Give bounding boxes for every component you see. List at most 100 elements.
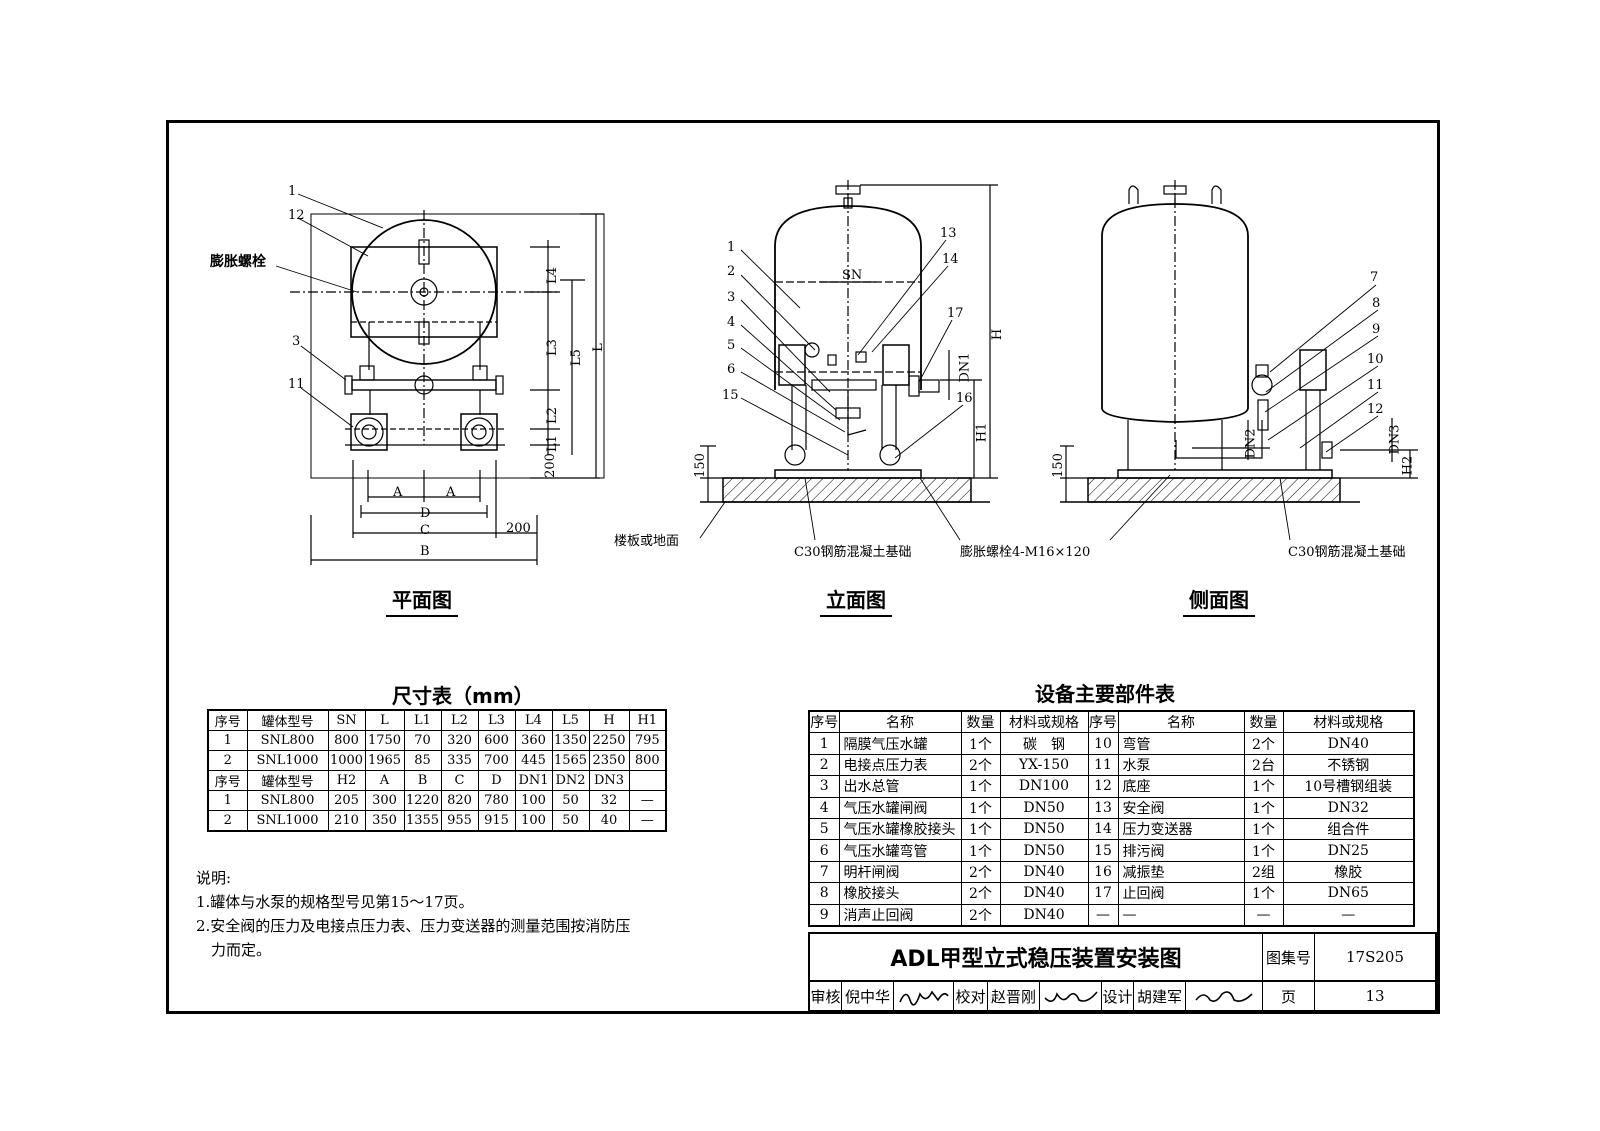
callout-elev-4: 4: [727, 315, 736, 330]
table-cell: 2: [207, 810, 248, 832]
table-cell: 2个: [960, 903, 1001, 927]
table-cell: 445: [514, 750, 553, 771]
table-cell: 16: [1087, 860, 1119, 884]
title-block-bottom: 审核 倪中华 校对 赵晋刚 设计 胡建军 页 13: [808, 980, 1437, 1012]
callout-elev-5: 5: [727, 338, 736, 353]
table-cell: 1: [207, 790, 248, 811]
table-cell: 1个: [960, 817, 1001, 841]
table-cell: 安全阀: [1117, 796, 1245, 819]
table-cell: 2个: [1243, 732, 1284, 755]
table-cell: L: [364, 709, 405, 731]
dim-sn: SN: [842, 268, 863, 283]
table-cell: 碳 钢: [999, 732, 1089, 755]
table-cell: 100: [514, 790, 553, 811]
table-cell: DN2: [551, 770, 590, 791]
callout-plan-3: 3: [292, 334, 301, 349]
table-cell: 罐体型号: [246, 709, 329, 731]
table-cell: 6: [808, 839, 840, 862]
table-cell: 1355: [403, 810, 442, 832]
designer-name: 胡建军: [1134, 982, 1186, 1010]
table-cell: 水泵: [1117, 753, 1245, 777]
table-cell: 排污阀: [1117, 839, 1245, 862]
table-cell: 1220: [403, 790, 442, 811]
dim-h: H: [990, 328, 1006, 341]
table-cell: 70: [403, 730, 442, 751]
dim-b: B: [420, 544, 430, 559]
table-cell: 2组: [1243, 860, 1284, 884]
table-cell: DN25: [1282, 839, 1415, 862]
table-cell: 1个: [1243, 817, 1284, 841]
dim-dn3: DN3: [1387, 424, 1403, 455]
table-cell: 8: [808, 882, 840, 905]
foundation-side-label: C30钢筋混凝土基础: [1288, 545, 1406, 560]
callout-plan-11: 11: [288, 377, 305, 392]
callout-plan-1: 1: [288, 184, 297, 199]
table-cell: 气压水罐弯管: [838, 839, 962, 862]
elevation-view: [699, 180, 1171, 541]
table-cell: DN50: [999, 839, 1089, 862]
table-cell: 3: [808, 775, 840, 798]
notes-heading: 说明:: [196, 869, 232, 887]
callout-elev-16: 16: [956, 391, 973, 406]
table-cell: 10号槽钢组装: [1282, 775, 1415, 798]
plan-view-title: 平面图: [386, 584, 458, 617]
table-cell: 600: [477, 730, 516, 751]
table-cell: 40: [588, 810, 630, 832]
table-cell: 780: [477, 790, 516, 811]
table-cell: —: [1117, 903, 1245, 927]
checker-signature: [1040, 982, 1102, 1010]
table-cell: 2个: [960, 882, 1001, 905]
checker-name: 赵晋刚: [988, 982, 1040, 1010]
table-cell: 材料或规格: [1282, 710, 1415, 734]
table-cell: 12: [1087, 775, 1119, 798]
table-cell: —: [1243, 903, 1284, 927]
table-cell: DN40: [999, 882, 1089, 905]
table-cell: 2: [207, 750, 248, 771]
dim-l1: L1: [544, 435, 560, 452]
bolt-spec-label: 膨胀螺栓4-M16×120: [960, 545, 1091, 560]
table-cell: DN3: [588, 770, 630, 791]
callout-elev-15: 15: [722, 388, 739, 403]
callout-side-9: 9: [1372, 322, 1381, 337]
table-cell: 序号: [1087, 710, 1119, 734]
table-cell: 10: [1087, 732, 1119, 755]
dim-c: C: [420, 523, 430, 538]
dim-a1: A: [393, 485, 403, 500]
table-cell: L3: [477, 709, 516, 731]
title-block-top: ADL甲型立式稳压装置安装图 图集号 17S205: [808, 932, 1437, 982]
table-cell: DN50: [999, 817, 1089, 841]
table-cell: [628, 770, 667, 791]
table-cell: 300: [364, 790, 405, 811]
table-cell: 减振垫: [1117, 860, 1245, 884]
table-cell: 50: [551, 790, 590, 811]
table-cell: 2250: [588, 730, 630, 751]
table-cell: 1000: [327, 750, 366, 771]
table-cell: 数量: [1243, 710, 1284, 734]
dim-l5: L5: [568, 349, 584, 366]
table-cell: —: [628, 790, 667, 811]
dim-table-title: 尺寸表（mm）: [392, 684, 534, 708]
callout-elev-2: 2: [727, 264, 736, 279]
table-cell: 800: [327, 730, 366, 751]
design-label: 设计: [1102, 982, 1134, 1010]
table-cell: 320: [440, 730, 479, 751]
page-label: 页: [1263, 982, 1315, 1010]
drawing-frame: [166, 120, 1440, 1014]
table-cell: DN40: [999, 903, 1089, 927]
table-cell: SNL800: [246, 790, 329, 811]
table-row: 序号名称数量材料或规格序号名称数量材料或规格: [808, 710, 1415, 734]
page-number: 13: [1365, 987, 1385, 1005]
table-cell: 360: [514, 730, 553, 751]
table-cell: 组合件: [1282, 817, 1415, 841]
dim-h1: H1: [974, 422, 990, 443]
table-cell: 1个: [960, 775, 1001, 798]
plan-view: [275, 193, 605, 565]
table-cell: 700: [477, 750, 516, 771]
table-cell: L1: [403, 709, 442, 731]
callout-elev-1: 1: [727, 240, 736, 255]
